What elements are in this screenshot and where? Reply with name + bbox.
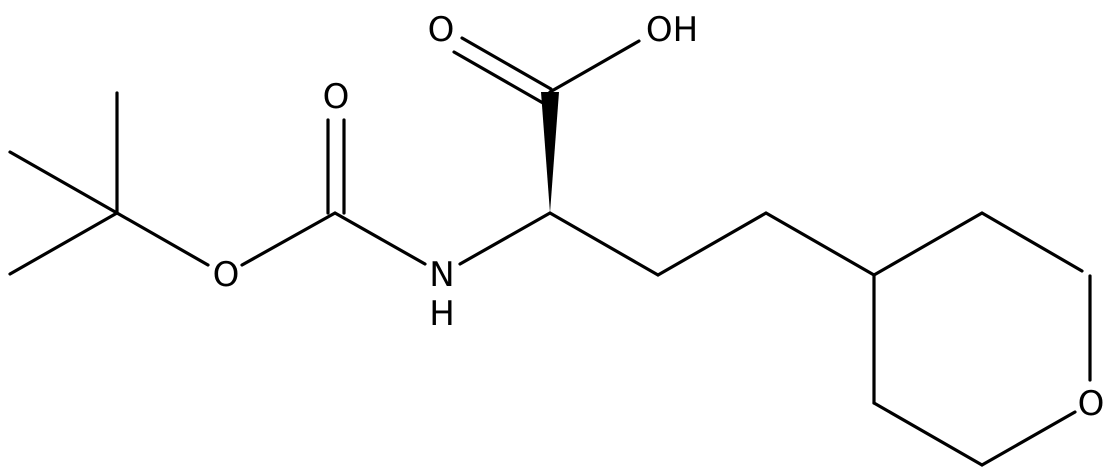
bond-alpha-to-ch2 xyxy=(548,211,660,277)
ring-bond-o-c6 xyxy=(980,410,1077,467)
ring-bond-c4-c3 xyxy=(872,211,984,277)
ring-bond-c3-c2 xyxy=(980,211,1084,273)
bond-ch2-to-ch2 xyxy=(656,211,768,277)
label-amine-hydrogen: H xyxy=(429,294,455,334)
bond-acid-c-double-o-a xyxy=(460,36,553,91)
label-amine-nitrogen: N xyxy=(429,255,454,295)
label-acid-carbonyl-o: O xyxy=(428,10,455,50)
label-carbamate-carbonyl-o: O xyxy=(323,77,350,117)
carbamate-group xyxy=(240,118,427,267)
bond-carbonyl-c-to-n xyxy=(333,211,427,266)
label-acid-hydroxyl: OH xyxy=(646,10,698,50)
bond-tbu-methyl-lower-left xyxy=(8,211,119,276)
bond-ester-o-to-carbonyl-c xyxy=(240,211,337,267)
bond-tbu-to-ester-o xyxy=(115,211,210,267)
wedge-bond-alpha-to-acid-c xyxy=(541,92,559,213)
tetrahydropyran-ring xyxy=(872,211,1092,467)
bond-ch2-to-ring xyxy=(764,211,876,277)
amino-acid-backbone xyxy=(452,36,876,277)
tert-butyl-group xyxy=(8,91,210,276)
label-ester-oxygen: O xyxy=(213,255,240,295)
bond-acid-c-to-oh xyxy=(548,39,641,94)
ring-bond-c6-c5 xyxy=(872,401,984,467)
label-ring-oxygen: O xyxy=(1078,384,1105,424)
bond-tbu-methyl-upper-left xyxy=(8,150,119,215)
atom-labels: O O OH O N H O xyxy=(213,10,1105,424)
bond-n-to-alpha-c xyxy=(458,211,552,266)
bond-acid-c-double-o-b xyxy=(452,50,545,105)
